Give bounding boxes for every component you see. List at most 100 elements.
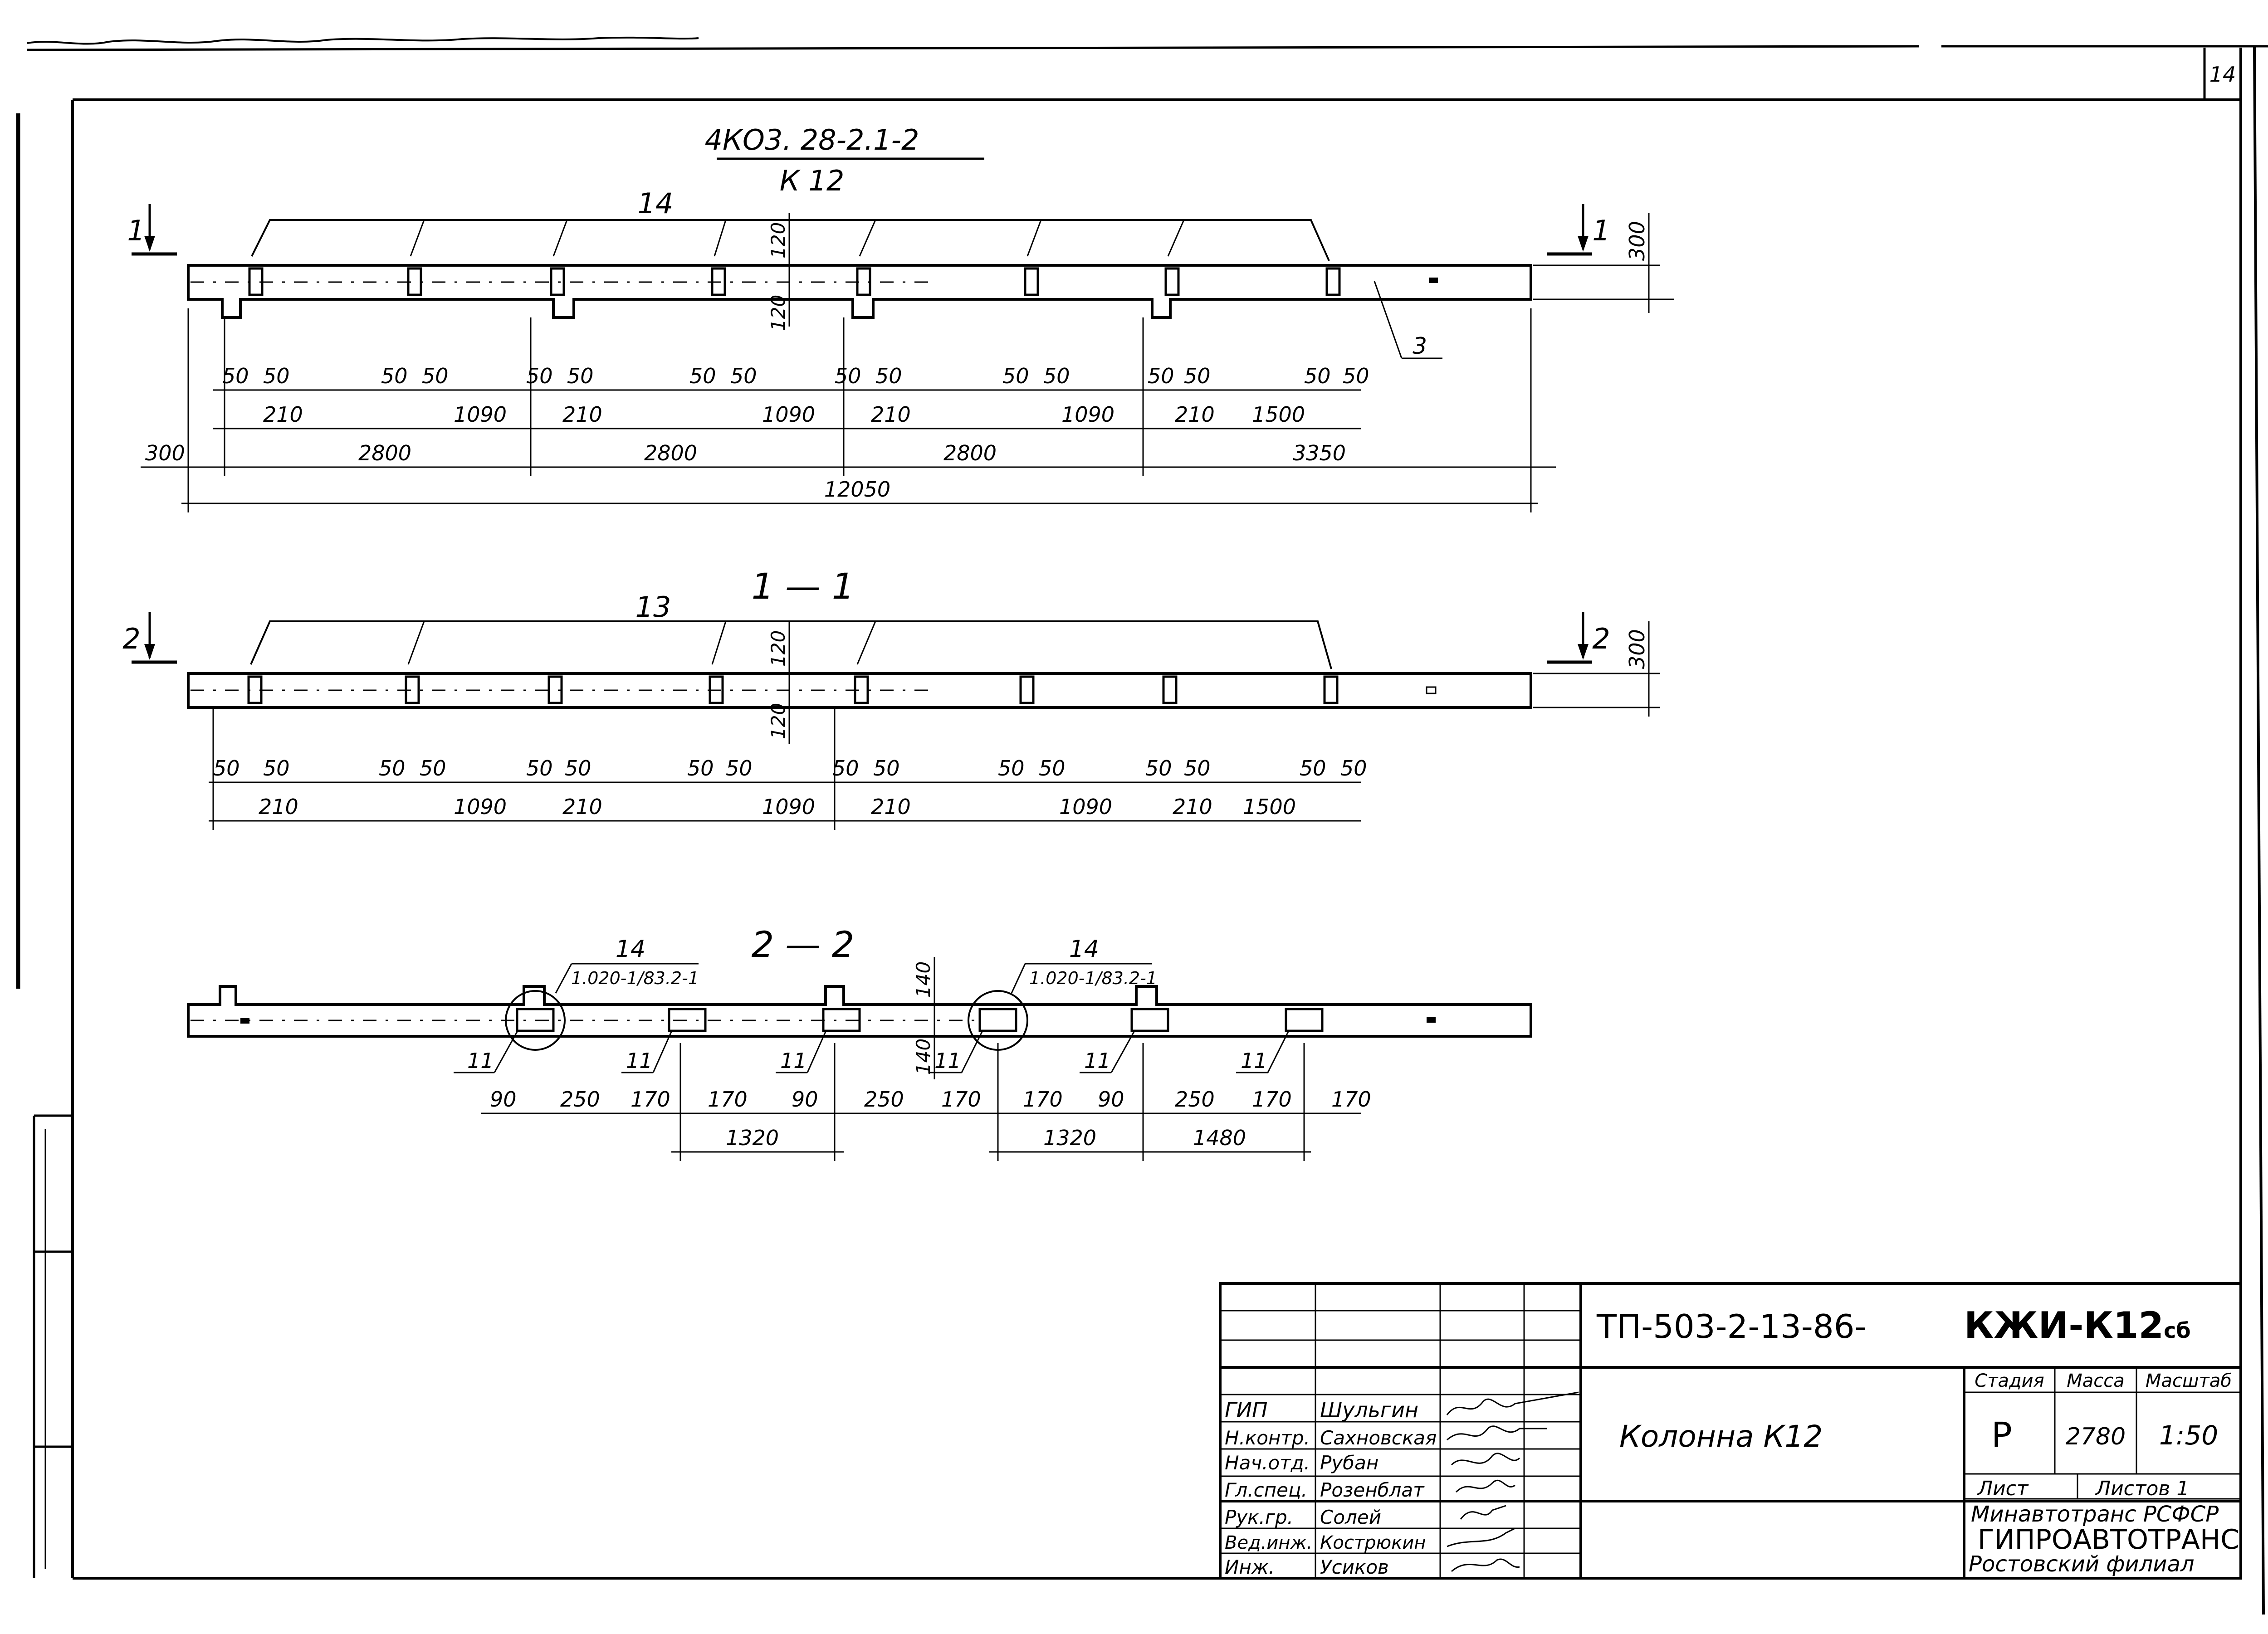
svg-text:50: 50 [998,756,1025,780]
scale-value: 1:50 [2159,1420,2218,1451]
svg-text:50: 50 [213,756,240,780]
svg-text:1320: 1320 [1043,1126,1096,1150]
svg-text:50: 50 [1043,364,1070,388]
svg-text:Стадия: Стадия [1975,1371,2044,1391]
svg-text:11: 11 [934,1049,961,1073]
svg-text:50: 50 [875,364,902,388]
svg-text:120: 120 [767,703,789,739]
dim-total: 12050 [824,477,890,502]
svg-text:11: 11 [1241,1049,1267,1073]
svg-text:210: 210 [871,402,911,427]
svg-text:90: 90 [490,1087,517,1112]
svg-text:210: 210 [562,402,602,427]
org-line1: Минавтотранс РСФСР [1971,1502,2219,1527]
svg-text:50: 50 [726,756,753,780]
svg-text:ГИП: ГИП [1225,1398,1268,1422]
svg-text:1090: 1090 [1061,402,1114,427]
svg-text:Солей: Солей [1320,1506,1381,1528]
section-mark-1-left: 1 [127,204,177,256]
svg-text:1500: 1500 [1243,795,1296,819]
dim-height: 300 [1625,221,1649,261]
dim-chain-2-2: 90 250 170 170 90 250 170 170 90 250 170… [481,1043,1371,1161]
svg-text:1: 1 [1592,214,1610,247]
svg-text:Масса: Масса [2067,1371,2125,1391]
inserts [248,267,1438,296]
svg-text:170: 170 [1331,1087,1371,1112]
svg-text:210: 210 [1173,795,1212,819]
svg-text:Н.контр.: Н.контр. [1225,1427,1310,1449]
svg-text:Инж.: Инж. [1225,1556,1275,1578]
dim-top-offset: 120 [767,222,789,259]
leader-mark-side: 3 [1413,333,1427,359]
dim-bottom-offset: 120 [767,295,789,331]
svg-text:50: 50 [263,364,290,388]
sheet-frame [71,45,2265,1615]
view-section-2-2: 2 — 2 14 1.020-1/83.2-1 14 1.020-1/83.2-… [187,925,1532,1161]
svg-text:50: 50 [1343,364,1369,388]
svg-text:Лист: Лист [1977,1477,2029,1500]
svg-text:50: 50 [381,364,408,388]
svg-text:Рук.гр.: Рук.гр. [1225,1506,1293,1528]
svg-text:170: 170 [631,1087,670,1112]
svg-text:50: 50 [1184,756,1211,780]
svg-text:50: 50 [263,756,290,780]
svg-text:50: 50 [1039,756,1066,780]
view-section-1-1: 1 — 1 13 2 2 [122,566,1660,830]
svg-text:50: 50 [1184,364,1211,388]
svg-text:210: 210 [263,402,303,427]
svg-text:50: 50 [222,364,249,388]
org-line2: ГИПРОАВТОТРАНС [1978,1524,2239,1556]
svg-text:3350: 3350 [1293,441,1346,465]
doc-mark: КЖИ-К12сб [1964,1304,2191,1346]
mass-value: 2780 [2066,1423,2126,1450]
svg-text:Кострюкин: Кострюкин [1320,1532,1426,1553]
svg-text:2800: 2800 [644,441,697,465]
svg-text:50: 50 [422,364,449,388]
binding-strip [16,113,73,1578]
svg-text:50: 50 [1148,364,1174,388]
svg-text:170: 170 [708,1087,748,1112]
svg-text:2800: 2800 [358,441,411,465]
svg-text:14: 14 [616,936,645,963]
svg-text:250: 250 [864,1087,904,1112]
staff-list: ГИП Шульгин Н.контр. Сахновская Нач.отд.… [1225,1398,1437,1578]
svg-text:1090: 1090 [454,402,507,427]
svg-text:170: 170 [1023,1087,1063,1112]
svg-text:Листов 1: Листов 1 [2095,1477,2189,1500]
svg-text:1090: 1090 [454,795,507,819]
mark-header-bottom: К 12 [780,164,845,197]
section-mark-2-right: 2 [1547,612,1610,664]
svg-text:1480: 1480 [1193,1126,1246,1150]
svg-text:50: 50 [565,756,591,780]
column-outline-1-1 [187,672,1532,709]
svg-text:50: 50 [567,364,594,388]
column-outline [187,264,1532,319]
section-title-2-2: 2 — 2 [752,925,855,966]
column-outline-2-2 [187,985,1532,1038]
svg-text:1090: 1090 [1059,795,1112,819]
scan-edge-top [27,36,2268,51]
svg-text:250: 250 [1175,1087,1215,1112]
svg-text:140: 140 [912,1039,934,1075]
svg-text:Усиков: Усиков [1320,1556,1389,1578]
doc-code: ТП-503-2-13-86- [1596,1307,1867,1346]
svg-text:Рубан: Рубан [1320,1452,1378,1474]
svg-text:1090: 1090 [762,795,815,819]
leaders-11: 11 11 11 11 11 11 [454,1031,1289,1073]
svg-text:170: 170 [941,1087,981,1112]
svg-text:Масштаб: Масштаб [2146,1371,2232,1391]
svg-text:14: 14 [1069,936,1099,963]
stage-value: Р [1991,1415,2012,1455]
leader-mark-top-1-1: 13 [635,590,671,624]
dim-chain-spans: 300 2800 2800 2800 3350 [141,308,1556,512]
section-mark-2-left: 2 [122,612,177,664]
svg-text:1: 1 [127,214,145,247]
section-title-1-1: 1 — 1 [752,566,855,607]
inserts-2-2 [240,1008,1436,1032]
page-number: 14 [2209,62,2236,87]
svg-text:Нач.отд.: Нач.отд. [1225,1452,1310,1474]
svg-text:Розенблат: Розенблат [1320,1479,1425,1501]
signatures [1446,1391,1579,1572]
